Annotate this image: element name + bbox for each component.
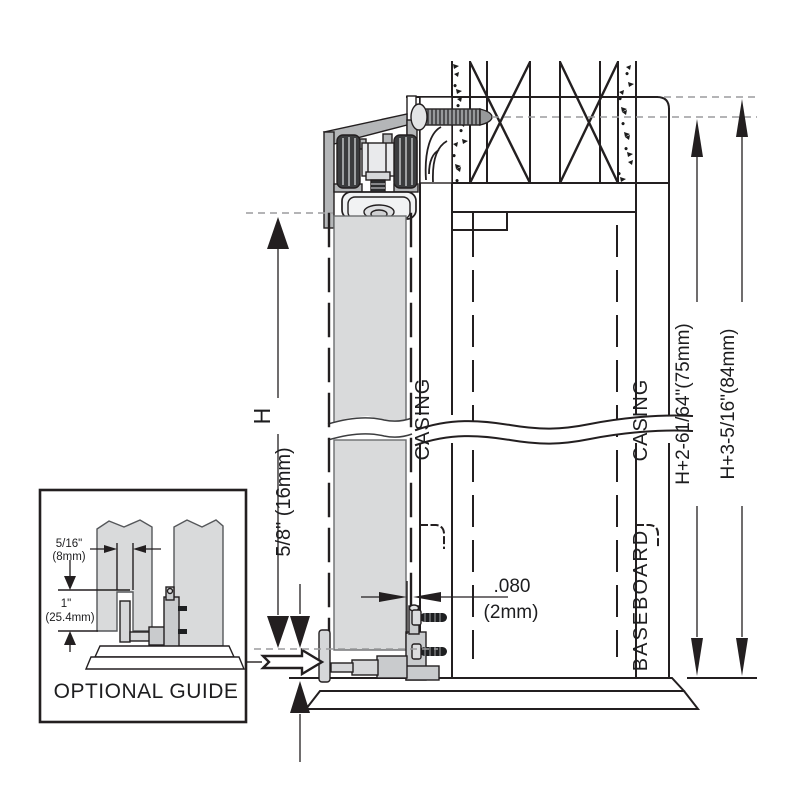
- groove-width-inches: 5/16": [56, 538, 82, 550]
- wall-screw-upper: [411, 609, 447, 626]
- groove-depth-inches: 1": [61, 598, 71, 610]
- door-panel: [327, 212, 413, 651]
- baseboard-hidden-corners: [420, 524, 659, 549]
- screw-head: [410, 103, 428, 131]
- height-to-screw-label: H+2-61/64"(75mm): [673, 323, 694, 484]
- door-break-line: [328, 416, 412, 440]
- guide-pin: [318, 629, 331, 683]
- groove-depth-mm: (25.4mm): [45, 612, 94, 624]
- dim-door-height: H: [249, 217, 289, 648]
- screw-tip: [479, 108, 493, 126]
- door-top-bracket: [341, 191, 417, 220]
- wood-grain: [424, 126, 448, 183]
- stud-x-brace: [468, 61, 620, 184]
- track-rollers: [336, 134, 418, 189]
- door-height-label: H: [249, 408, 275, 425]
- door-edge-hidden-lines: [327, 212, 413, 650]
- inset-guide-pin: [119, 600, 131, 643]
- inset-title: OPTIONAL GUIDE: [54, 680, 239, 703]
- casing-right-label: CASING: [630, 379, 652, 462]
- guide-position-arrow: [260, 647, 325, 677]
- inset-dim-groove-width: 5/16" (8mm): [52, 538, 161, 590]
- inset-floor-base: [84, 656, 246, 670]
- wall-break-line: [414, 414, 694, 447]
- jamb-hidden-lines: [472, 225, 618, 659]
- track-assembly: [322, 95, 419, 229]
- inset-floor-plate: [93, 645, 236, 658]
- floor-plate: [303, 690, 701, 710]
- header-lines: [406, 96, 670, 231]
- baseboard-label: BASEBOARD: [630, 529, 652, 671]
- dim-height-to-track-top: H+3-5/16"(84mm): [718, 99, 748, 676]
- height-to-track-top-label: H+3-5/16"(84mm): [718, 329, 739, 480]
- reference-dashed-lines: [246, 96, 757, 650]
- dim-height-to-screw: H+2-61/64"(75mm): [673, 119, 703, 676]
- inset-dim-groove-depth: 1" (25.4mm): [45, 560, 130, 652]
- groove-width-mm: (8mm): [52, 551, 85, 563]
- optional-guide-inset: 5/16" (8mm) 1" (25.4mm) OPTIONAL GUIDE: [38, 488, 248, 724]
- dim-bottom-gap: 5/8" (16mm): [273, 447, 310, 762]
- wall-screw-lower: [411, 643, 447, 660]
- mounting-screw: [410, 103, 493, 131]
- wall-clearance-inches: .080: [494, 576, 531, 597]
- casing-corner-arc: [655, 95, 671, 111]
- bottom-gap-label: 5/8" (16mm): [273, 447, 295, 556]
- roller-hanger: [361, 142, 395, 196]
- wall-clearance-mm: (2mm): [484, 602, 539, 623]
- casing-left-label: CASING: [412, 378, 434, 461]
- floor: [289, 677, 757, 710]
- dim-wall-clearance: .080 (2mm): [361, 576, 538, 634]
